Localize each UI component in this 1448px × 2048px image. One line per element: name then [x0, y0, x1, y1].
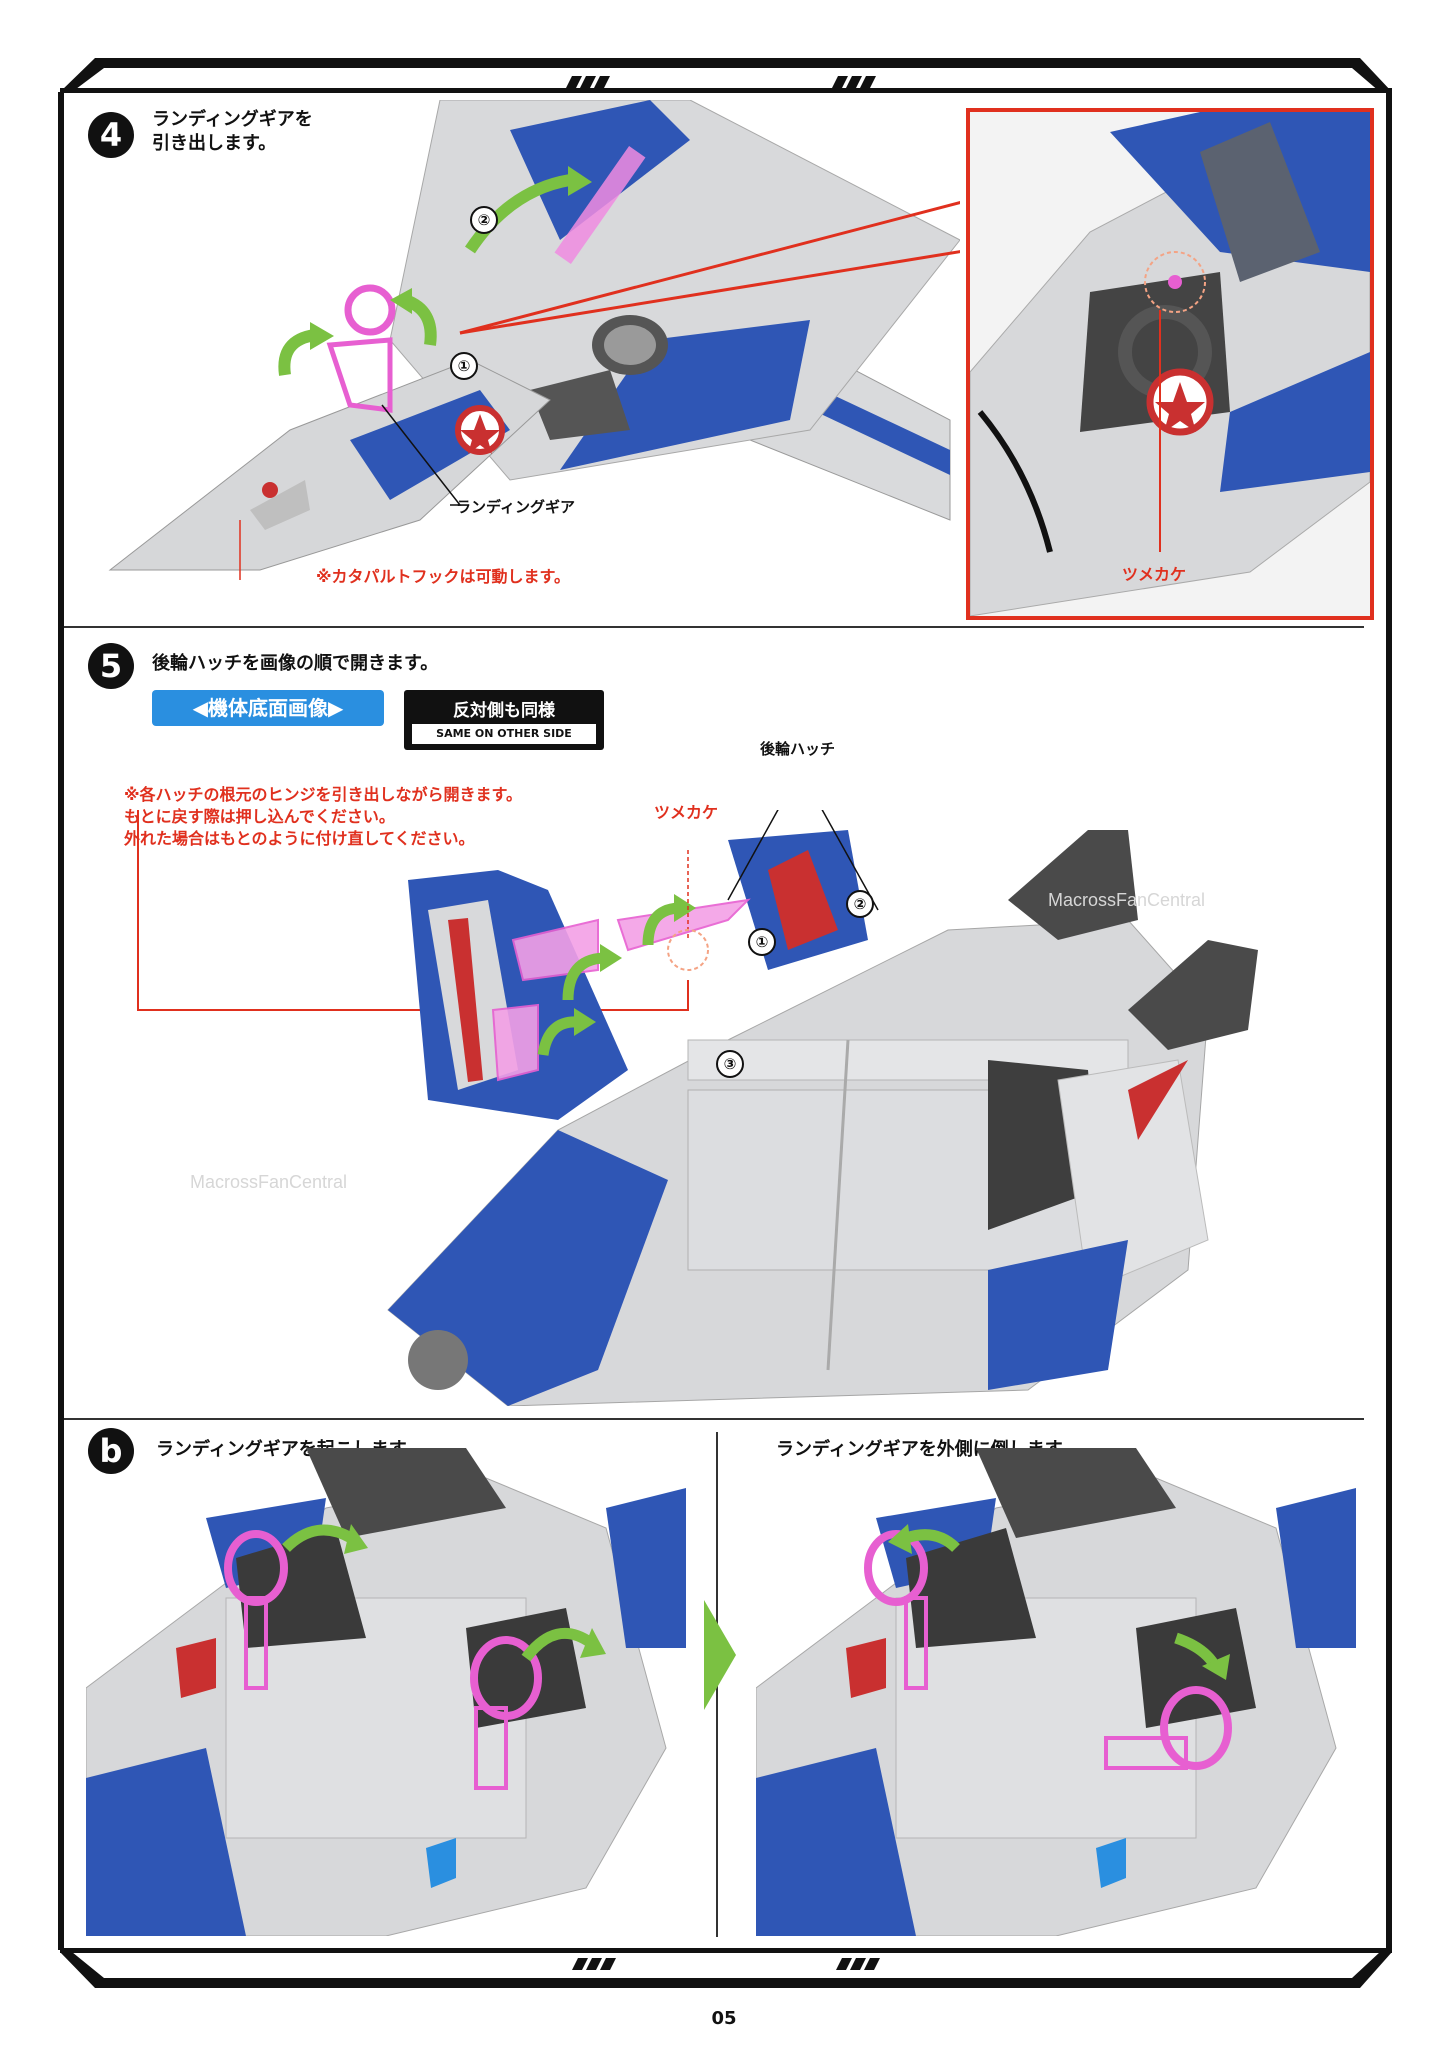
view-badge: ◀機体底面画像▶: [152, 690, 384, 726]
step-5-instruction: 後輪ハッチを画像の順で開きます。: [152, 653, 439, 674]
same-side-label: 反対側も同様: [453, 701, 555, 721]
step-number-4: 4: [88, 112, 134, 158]
step-number-5: 5: [88, 643, 134, 689]
landing-gear-label: ランディングギア: [456, 498, 575, 516]
step-6-left-photo: [86, 1448, 696, 1936]
rear-hatch-label: 後輪ハッチ: [760, 740, 836, 758]
step-5-claw-label: ツメカケ: [654, 803, 719, 822]
zoom-illustration: [970, 112, 1370, 616]
step-5-note: ※各ハッチの根元のヒンジを引き出しながら開きます。 もとに戻す際は押し込んでくだ…: [124, 785, 522, 848]
zoom-claw-label: ツメカケ: [1122, 565, 1187, 584]
step-6-right-photo: [756, 1448, 1366, 1936]
step-4-note: ※カタパルトフックは可動します。: [316, 567, 570, 586]
same-side-badge: 反対側も同様 SAME ON OTHER SIDE: [404, 690, 604, 750]
step-5-photo: [128, 810, 1338, 1406]
page-number: 05: [711, 2008, 737, 2029]
gear-fold-illustration: [756, 1448, 1356, 1936]
jet-underside-illustration: [137, 810, 1258, 1406]
watermark-1: MacrossFanCentral: [1048, 890, 1206, 910]
step-number-6: b: [88, 1428, 134, 1474]
step-4-instruction: ランディングギアを 引き出します。: [152, 109, 313, 154]
step-progress-arrow-icon: [704, 1600, 736, 1710]
jet-nose-illustration: [108, 100, 960, 580]
gear-raise-illustration: [86, 1448, 686, 1936]
same-side-en: SAME ON OTHER SIDE: [412, 724, 596, 744]
watermark-2: MacrossFanCentral: [190, 1172, 348, 1192]
step-4-mark-2: ②: [470, 206, 498, 234]
step-5-mark-2: ②: [846, 890, 874, 918]
step-5-mark-1: ①: [748, 928, 776, 956]
step-4-zoom-inset: ツメカケ: [966, 108, 1374, 620]
step-4-photo: [90, 100, 960, 610]
step-5-mark-3: ③: [716, 1050, 744, 1078]
step-4-mark-1: ①: [450, 352, 478, 380]
